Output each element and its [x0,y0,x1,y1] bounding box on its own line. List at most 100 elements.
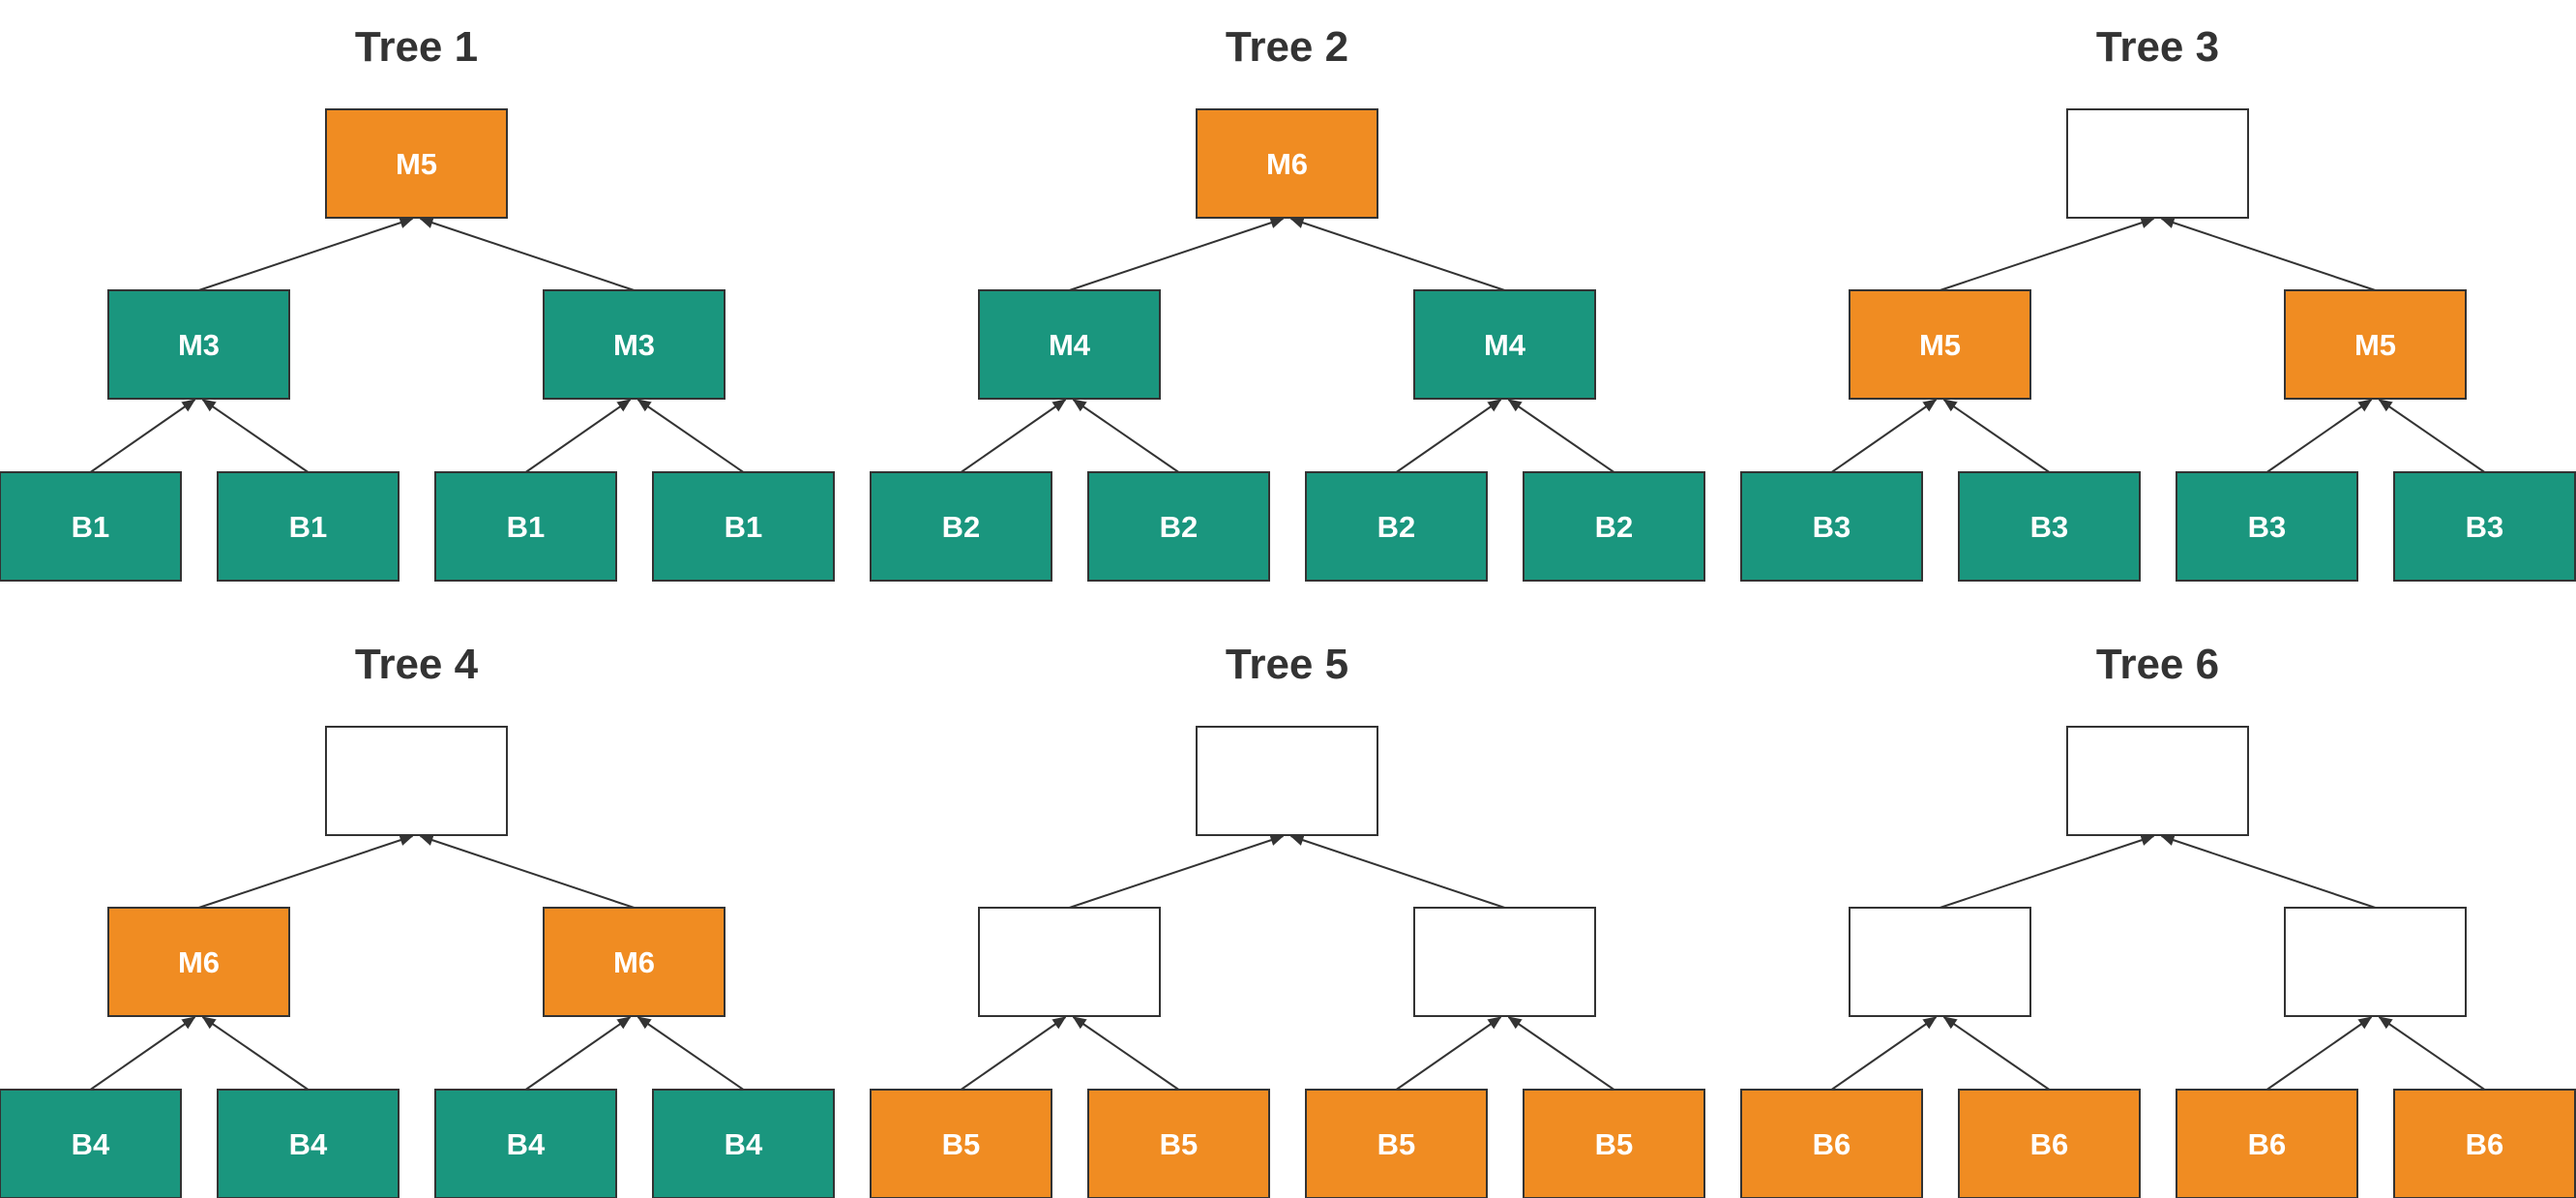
leaf-node: B2 [1087,471,1270,582]
leaf-node: B6 [2393,1089,2576,1198]
leaf-node-label: B5 [1377,1127,1416,1161]
leaf-node-box [1740,471,1923,582]
leaf-node-box [1305,1089,1488,1198]
middle-node [1849,907,2031,1017]
leaf-node-box [870,471,1052,582]
root-node [1196,726,1378,836]
edge-leaf-to-middle [960,399,1067,473]
tree-title: Tree 2 [1226,23,1348,71]
middle-node-label: M4 [1049,328,1091,362]
leaf-node-box [0,471,182,582]
leaf-node-label: B2 [1160,510,1199,544]
root-node-box [325,726,508,836]
leaf-node: B2 [1523,471,1705,582]
edge-middle-to-root [1939,834,2155,909]
middle-node-box [543,289,725,400]
middle-node: M6 [543,907,725,1017]
leaf-node: B5 [1305,1089,1488,1198]
leaf-node-label: B5 [1160,1127,1199,1161]
edge-leaf-to-middle [1072,399,1180,473]
leaf-node: B2 [1305,471,1488,582]
leaf-node-label: B3 [2030,510,2069,544]
leaf-node: B4 [0,1089,182,1198]
edge-leaf-to-middle [1072,1016,1180,1091]
root-node-box [1196,108,1378,219]
tree-title: Tree 6 [2096,641,2219,688]
tree-title: Tree 5 [1226,641,1348,688]
edge-leaf-to-middle [1830,399,1938,473]
middle-node-label: M5 [1919,328,1961,362]
leaf-node-label: B3 [2466,510,2504,544]
tree-title: Tree 3 [2096,23,2219,71]
middle-node [978,907,1161,1017]
leaf-node-box [0,1089,182,1198]
leaf-node-box [652,1089,835,1198]
edge-leaf-to-middle [960,1016,1067,1091]
leaf-node-box [1958,1089,2141,1198]
middle-node-box [2284,289,2467,400]
leaf-node-label: B2 [1595,510,1634,544]
middle-node-box [2284,907,2467,1017]
middle-node [1413,907,1596,1017]
leaf-node-label: B1 [725,510,763,544]
root-node-box [2066,108,2249,219]
leaf-node-label: B4 [507,1127,546,1161]
root-node [325,726,508,836]
edge-middle-to-root [198,834,414,909]
edge-leaf-to-middle [1507,399,1615,473]
edge-leaf-to-middle [2265,1016,2373,1091]
edge-middle-to-root [1289,834,1505,909]
leaf-node-label: B4 [725,1127,763,1161]
root-node-label: M6 [1266,147,1308,181]
leaf-node: B1 [0,471,182,582]
leaf-node-box [1523,471,1705,582]
middle-node-box [107,289,290,400]
middle-node-label: M3 [178,328,220,362]
middle-node-box [978,907,1161,1017]
edge-leaf-to-middle [89,1016,196,1091]
middle-node: M6 [107,907,290,1017]
leaf-node: B3 [2176,471,2358,582]
middle-node-box [1413,907,1596,1017]
root-node-box [1196,726,1378,836]
middle-node: M3 [107,289,290,400]
root-node [2066,108,2249,219]
edge-middle-to-root [419,217,635,291]
edge-leaf-to-middle [637,1016,745,1091]
leaf-node: B4 [217,1089,400,1198]
edge-leaf-to-middle [1507,1016,1615,1091]
middle-node-label: M6 [178,945,220,979]
leaf-node-box [434,471,617,582]
leaf-node-box [2176,471,2358,582]
root-node-box [325,108,508,219]
leaf-node-label: B4 [289,1127,328,1161]
leaf-node-label: B6 [2030,1127,2069,1161]
edge-leaf-to-middle [1830,1016,1938,1091]
edge-leaf-to-middle [201,399,310,473]
leaf-node: B6 [1958,1089,2141,1198]
middle-node-box [978,289,1161,400]
leaf-node-box [652,471,835,582]
leaf-node-box [1087,471,1270,582]
root-node [2066,726,2249,836]
leaf-node: B1 [434,471,617,582]
root-node-label: M5 [396,147,437,181]
leaf-node: B3 [1958,471,2141,582]
edge-leaf-to-middle [1395,1016,1502,1091]
leaf-node-box [1305,471,1488,582]
edge-leaf-to-middle [89,399,196,473]
leaf-node-box [434,1089,617,1198]
leaf-node-label: B6 [2466,1127,2504,1161]
leaf-node-label: B5 [1595,1127,1634,1161]
middle-node-box [107,907,290,1017]
leaf-node: B6 [2176,1089,2358,1198]
middle-node: M4 [1413,289,1596,400]
middle-node [2284,907,2467,1017]
leaf-node: B2 [870,471,1052,582]
leaf-node: B1 [217,471,400,582]
root-node: M5 [325,108,508,219]
middle-node: M3 [543,289,725,400]
root-node: M6 [1196,108,1378,219]
